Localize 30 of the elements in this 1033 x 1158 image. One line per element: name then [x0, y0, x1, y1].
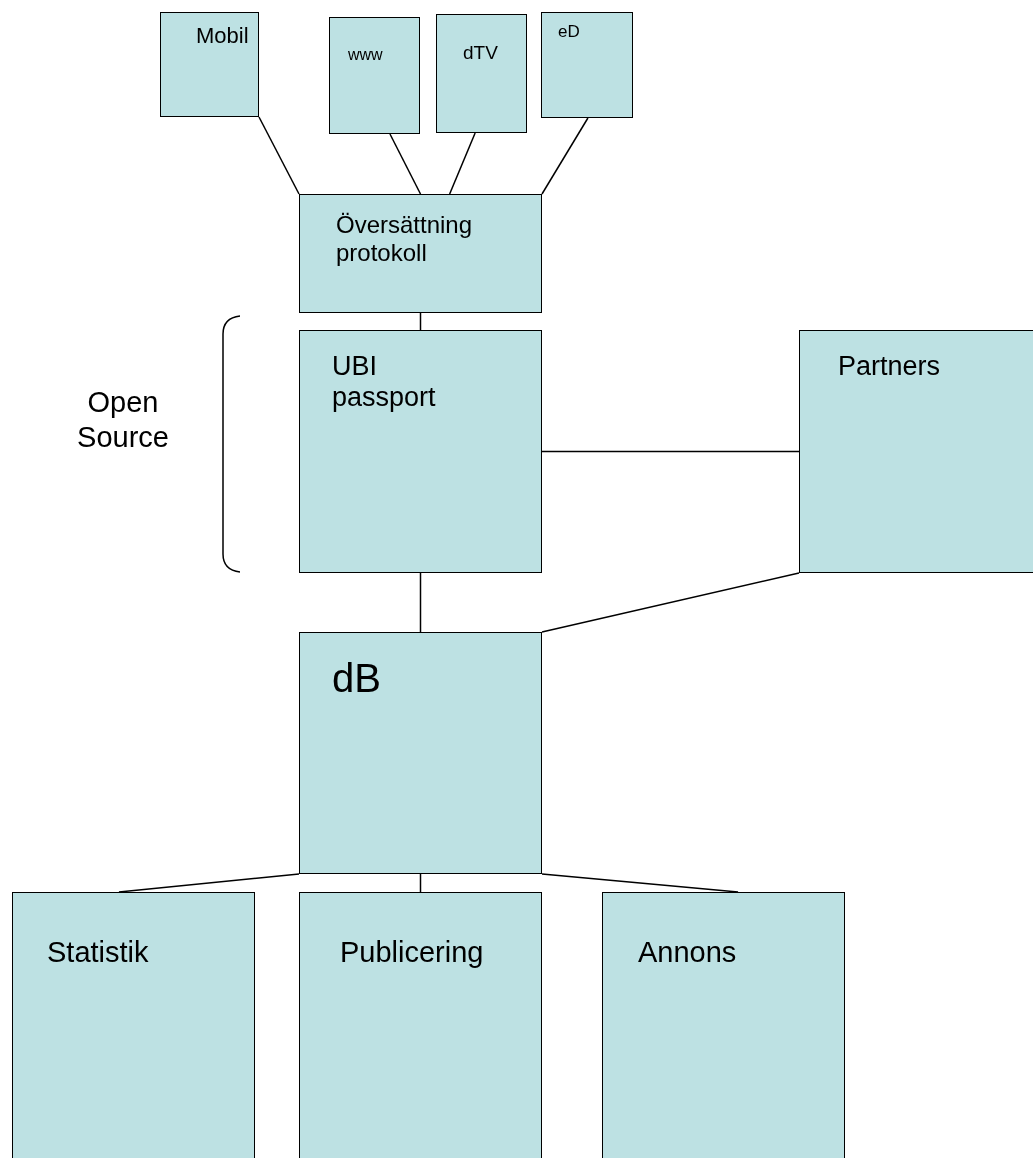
process-box	[799, 330, 1033, 573]
process-box	[299, 632, 542, 874]
process-box	[12, 892, 255, 1158]
box-label: Annons	[638, 936, 738, 970]
box-label: dTV	[463, 42, 499, 64]
connector-line	[448, 132, 476, 195]
process-box	[299, 330, 542, 573]
box-label: dB	[332, 655, 382, 701]
process-box	[299, 892, 542, 1158]
box-label: eD	[558, 22, 581, 42]
box-label: Översättning protokoll	[336, 211, 474, 267]
process-box	[160, 12, 259, 117]
box-label: Publicering	[340, 936, 485, 970]
connector-line	[541, 572, 800, 633]
process-box	[602, 892, 845, 1158]
process-box	[329, 17, 420, 134]
connector-line	[389, 133, 422, 195]
side-label: Open Source	[76, 385, 170, 455]
box-label: Statistik	[47, 936, 150, 970]
connector-line	[541, 117, 589, 195]
process-box	[541, 12, 633, 118]
process-box	[436, 14, 527, 133]
box-label: Mobil	[196, 23, 250, 49]
process-box	[299, 194, 542, 313]
box-label: UBI passport	[332, 351, 437, 414]
connector-line	[541, 450, 800, 453]
connector-line	[258, 116, 300, 195]
connector-line	[419, 572, 422, 633]
box-label: Partners	[838, 351, 942, 383]
box-label: www	[348, 46, 384, 65]
